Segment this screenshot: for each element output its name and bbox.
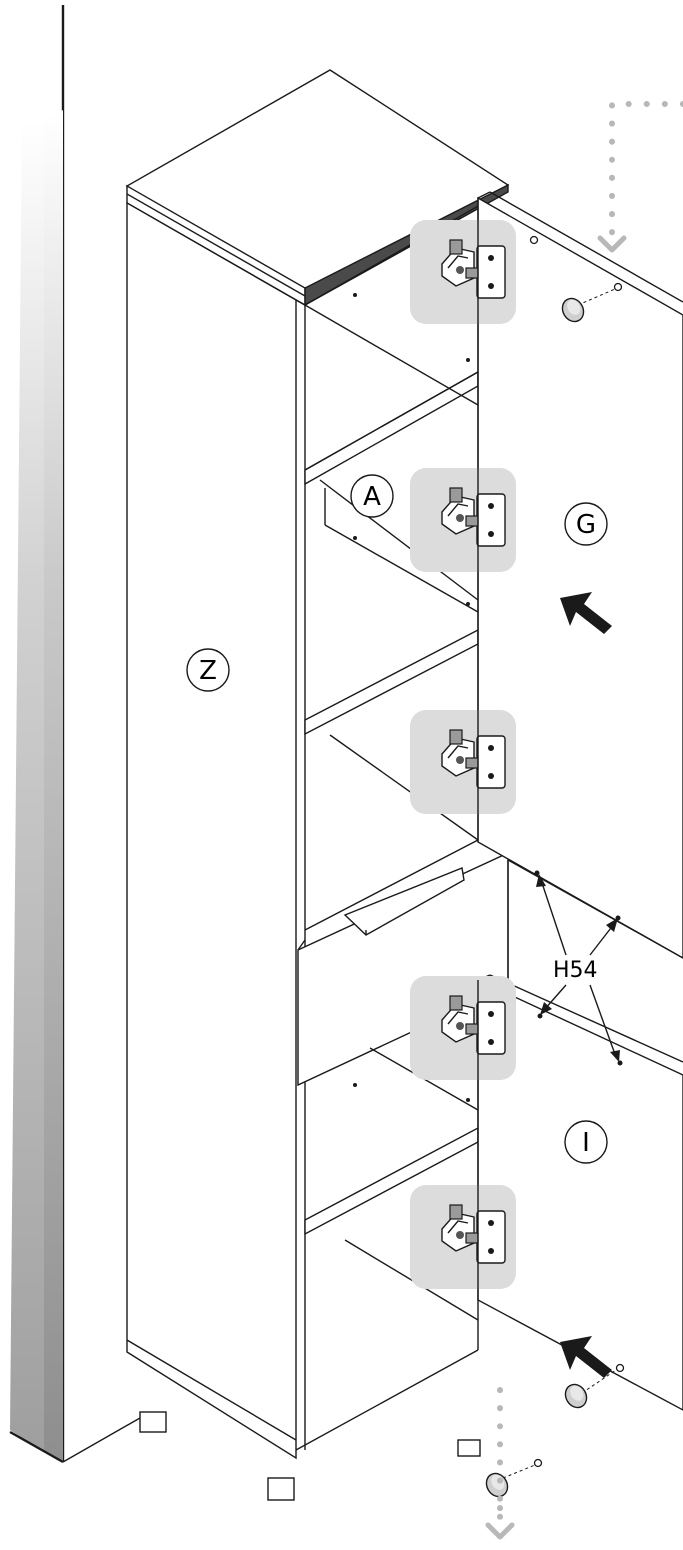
hinge-group (410, 220, 516, 1289)
dimension-label: H54 (553, 958, 598, 983)
svg-text:G: G (576, 510, 596, 540)
arrow-icon (560, 592, 612, 634)
dimension-h54: H54 (534, 870, 623, 1066)
svg-text:Z: Z (199, 656, 217, 686)
svg-text:I: I (582, 1128, 590, 1158)
svg-text:A: A (363, 482, 381, 512)
lower-compartment (126, 1047, 479, 1451)
side-panel (126, 201, 306, 1460)
label-upper-door: G (564, 502, 608, 546)
bottom-guide-path (485, 1387, 515, 1540)
label-shelf: A (350, 474, 394, 518)
drawer (297, 851, 509, 1087)
cabinet-feet (139, 1411, 481, 1501)
door-bumper-icon (481, 1468, 513, 1502)
cabinet-top (125, 69, 510, 307)
arrow-icon (560, 1336, 612, 1378)
label-side-panel: Z (186, 648, 230, 692)
wall-icon (9, 5, 141, 1464)
door-bumper-icon (560, 1379, 592, 1413)
label-lower-door: I (564, 1120, 608, 1164)
door-gap (507, 859, 683, 987)
top-guide-path (597, 101, 683, 253)
